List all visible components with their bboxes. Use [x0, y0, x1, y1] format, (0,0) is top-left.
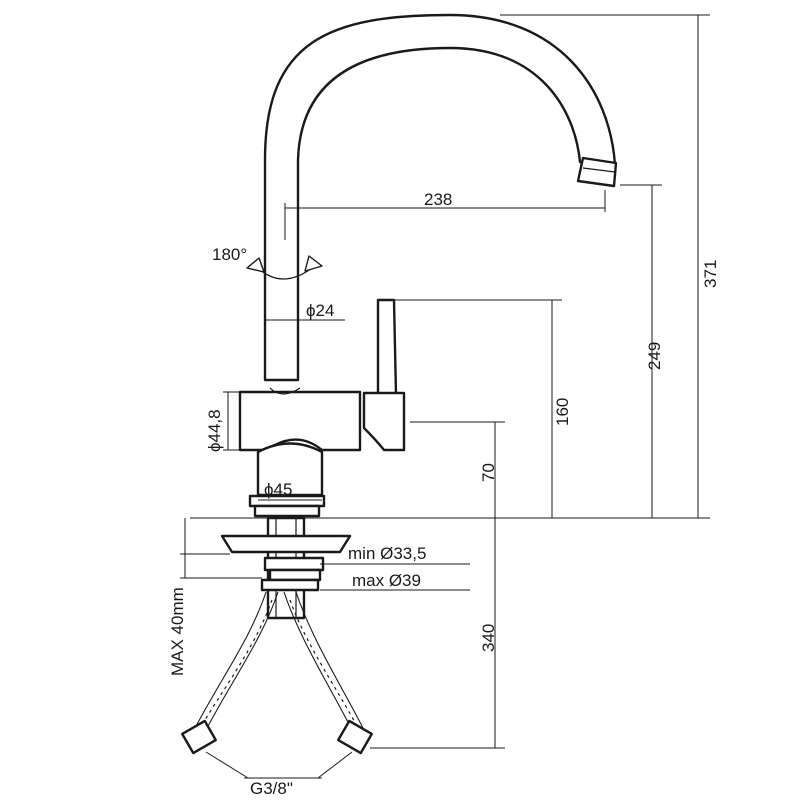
label-max-thickness: MAX 40mm	[168, 587, 187, 676]
lever-handle	[362, 298, 406, 452]
spout-aerator	[576, 156, 618, 188]
label-min-hole: min Ø33,5	[348, 544, 426, 563]
rotation-arrows-icon	[246, 255, 323, 280]
spout	[263, 13, 618, 382]
label-handle-height: 160	[553, 398, 572, 426]
faucet-base	[248, 494, 326, 518]
label-hose-thread: G3/8"	[250, 779, 293, 798]
label-spout-diameter: ϕ24	[306, 301, 334, 320]
faucet-body	[238, 387, 362, 497]
label-body-height: 70	[479, 463, 498, 482]
label-spout-reach: 238	[424, 190, 452, 209]
label-body-diameter: ϕ44,8	[205, 409, 224, 452]
label-spout-height: 249	[645, 342, 664, 370]
label-hose-length: 340	[479, 624, 498, 652]
label-max-hole: max Ø39	[352, 571, 421, 590]
label-rotation: 180°	[212, 245, 247, 264]
flexible-hoses	[181, 591, 373, 755]
mounting-hardware	[220, 516, 352, 620]
dimension-lines	[180, 14, 710, 779]
label-base-diameter: ϕ45	[264, 480, 292, 499]
label-total-height: 371	[701, 260, 720, 288]
